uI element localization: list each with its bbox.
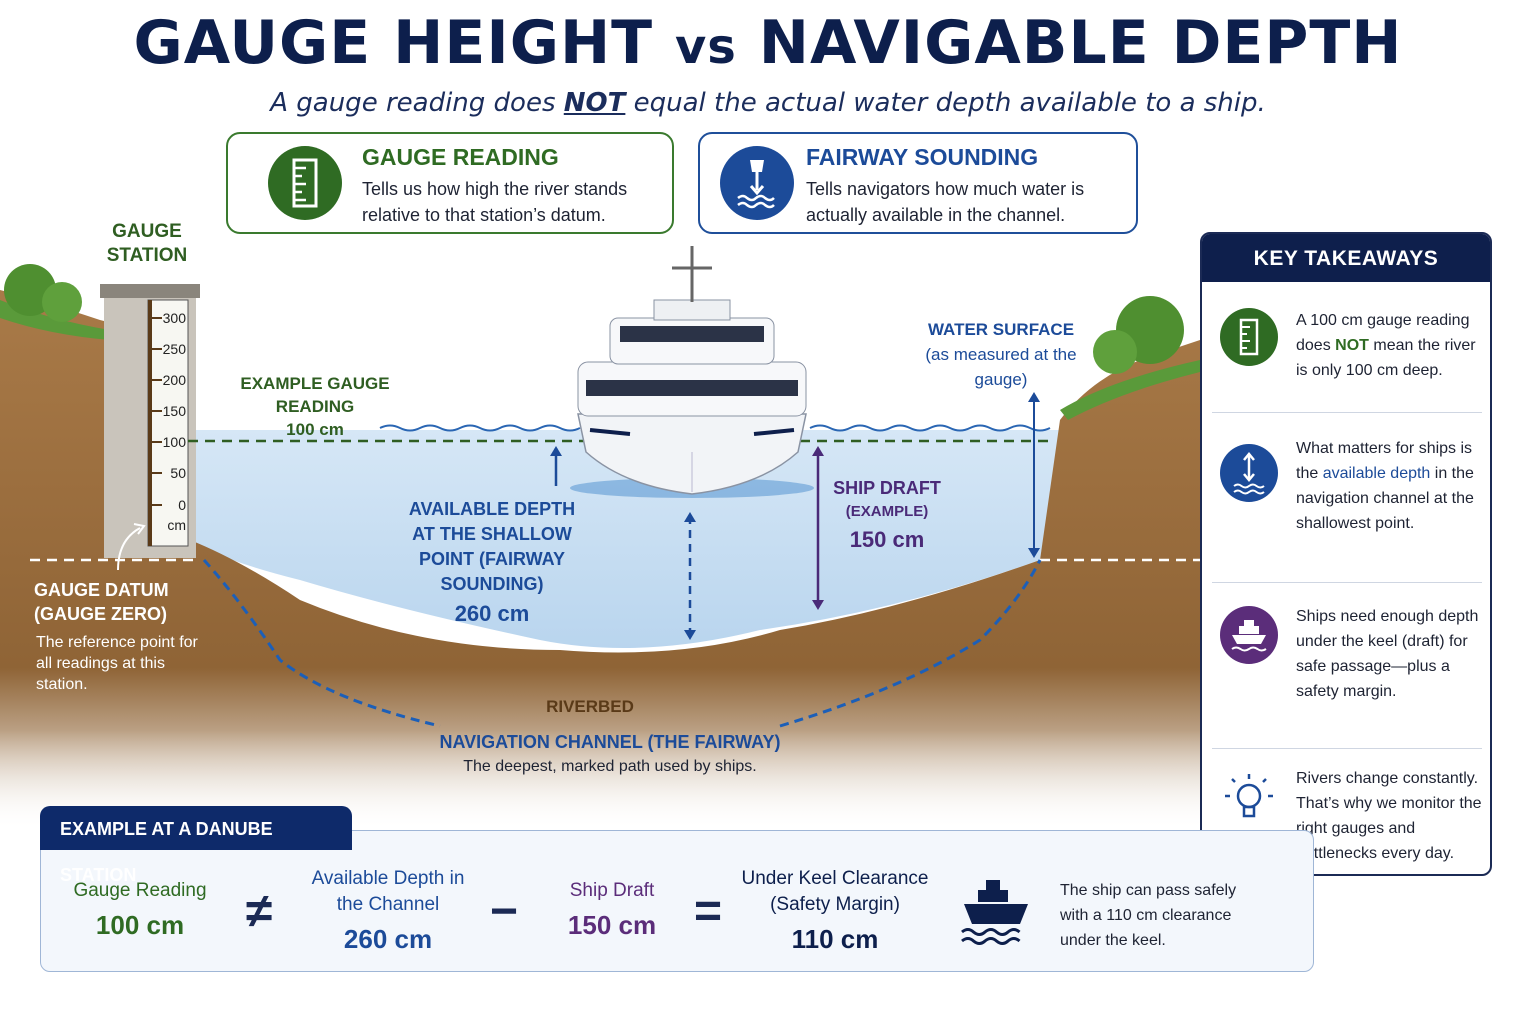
gauge-unit: cm bbox=[167, 517, 186, 533]
fairway-sounding-card: FAIRWAY SOUNDING Tells navigators how mu… bbox=[698, 132, 1138, 234]
example-gauge-label-text: Gauge Reading bbox=[73, 880, 207, 901]
gauge-card-title: GAUGE READING bbox=[362, 144, 559, 170]
key-takeaways-panel: KEY TAKEAWAYS A 100 cm gauge reading doe… bbox=[1200, 232, 1492, 876]
fairway-card-text: Tells navigators how much water is actua… bbox=[806, 179, 1085, 225]
takeaway-2-strong: available depth bbox=[1322, 465, 1431, 482]
lightbulb-icon bbox=[1220, 770, 1278, 828]
example-note: The ship can pass safely with a 110 cm c… bbox=[1060, 882, 1237, 949]
example-ship-draft: Ship Draft 150 cm bbox=[540, 878, 684, 938]
title-part-a: GAUGE HEIGHT bbox=[133, 8, 654, 78]
fairway-boundary-left bbox=[202, 558, 441, 728]
example-draft-value: 150 cm bbox=[567, 910, 657, 940]
gauge-tick-250: 250 bbox=[162, 341, 186, 357]
not-equal-sign: ≠ bbox=[246, 885, 273, 938]
gauge-datum-desc: The reference point for all readings at … bbox=[36, 634, 198, 693]
takeaway-1-a: A 100 cm gauge reading does bbox=[1296, 312, 1470, 354]
subtitle-part-b: equal the actual water depth available t… bbox=[625, 88, 1266, 118]
gauge-tick-150: 150 bbox=[162, 403, 186, 419]
takeaway-1-strong: NOT bbox=[1335, 337, 1369, 354]
example-box bbox=[40, 830, 1314, 972]
fairway-card-title: FAIRWAY SOUNDING bbox=[806, 144, 1039, 170]
ship-illustration bbox=[570, 246, 814, 498]
takeaway-text-1: A 100 cm gauge reading does NOT mean the… bbox=[1296, 308, 1486, 383]
gauge-tick-300: 300 bbox=[162, 310, 186, 326]
takeaway-1-b: mean the river is only 100 cm deep. bbox=[1296, 337, 1476, 379]
example-depth-label: Available Depth in the Channel bbox=[311, 868, 465, 915]
gauge-station-label: GAUGE STATION bbox=[106, 221, 188, 266]
example-ukc-label: Under Keel Clearance (Safety Margin) bbox=[741, 868, 929, 915]
available-depth-text: AVAILABLE DEPTH AT THE SHALLOW POINT (FA… bbox=[408, 499, 576, 594]
ship-draft-text: SHIP DRAFT bbox=[833, 478, 941, 498]
river-water bbox=[150, 430, 1060, 648]
gauge-tick-0: 0 bbox=[178, 497, 186, 513]
gauge-tick-200: 200 bbox=[162, 372, 186, 388]
title-part-b: NAVIGABLE DEPTH bbox=[758, 8, 1403, 78]
example-gauge-value: 100 cm bbox=[95, 910, 185, 940]
ship-icon bbox=[1220, 606, 1278, 664]
example-ukc-value: 110 cm bbox=[791, 924, 879, 954]
example-available-depth: Available Depth in the Channel 260 cm bbox=[300, 866, 476, 952]
example-gauge-reading: Gauge Reading 100 cm bbox=[60, 878, 220, 938]
title-vs: vs bbox=[674, 19, 737, 75]
page-title: GAUGE HEIGHT vs NAVIGABLE DEPTH bbox=[0, 8, 1536, 78]
takeaway-text-3: Ships need enough depth under the keel (… bbox=[1296, 608, 1479, 700]
gauge-card-text: Tells us how high the river stands relat… bbox=[362, 179, 628, 225]
ship-draft-value: 150 cm bbox=[849, 527, 925, 552]
takeaway-2-b: in the navigation channel at the shallow… bbox=[1296, 465, 1474, 532]
example-under-keel-clearance: Under Keel Clearance (Safety Margin) 110… bbox=[740, 866, 930, 952]
key-takeaways-title: KEY TAKEAWAYS bbox=[1202, 234, 1490, 282]
gauge-tick-50: 50 bbox=[170, 465, 186, 481]
subtitle-part-a: A gauge reading does bbox=[270, 88, 564, 118]
riverbed-soil bbox=[0, 290, 1200, 830]
fairway-boundary-right bbox=[779, 559, 1042, 728]
sounding-weight-icon bbox=[720, 146, 794, 220]
takeaway-text-4: Rivers change constantly. That’s why we … bbox=[1296, 770, 1482, 862]
water-surface-label: WATER SURFACE (as measured at the gauge) bbox=[910, 317, 1092, 392]
takeaway-text-2: What matters for ships is the available … bbox=[1296, 436, 1486, 536]
gauge-ruler-icon bbox=[1220, 308, 1278, 366]
gauge-ruler-icon bbox=[268, 146, 342, 220]
example-depth-value: 260 cm bbox=[343, 924, 433, 954]
gauge-reading-card: GAUGE READING Tells us how high the rive… bbox=[226, 132, 674, 234]
example-tab-label: EXAMPLE AT A DANUBE STATION bbox=[40, 806, 352, 885]
takeaway-2-a: What matters for ships is the bbox=[1296, 440, 1473, 482]
ship-draft-example: (EXAMPLE) bbox=[845, 503, 929, 520]
gauge-tick-100: 100 bbox=[162, 434, 186, 450]
gauge-datum-label: GAUGE DATUM (GAUGE ZERO) bbox=[34, 580, 169, 624]
depth-arrow-icon bbox=[1220, 444, 1278, 502]
ship-draft-label: SHIP DRAFT (EXAMPLE) 150 cm bbox=[828, 476, 946, 552]
water-surface-text: WATER SURFACE bbox=[927, 320, 1075, 339]
river-cross-section bbox=[0, 246, 1200, 830]
available-depth-label: AVAILABLE DEPTH AT THE SHALLOW POINT (FA… bbox=[404, 497, 580, 626]
nav-channel-label: NAVIGATION CHANNEL (THE FAIRWAY) bbox=[439, 732, 781, 752]
ship-icon bbox=[958, 874, 1034, 959]
example-gauge-text: EXAMPLE GAUGE READING bbox=[240, 374, 390, 416]
riverbed-label: RIVERBED bbox=[546, 697, 634, 716]
available-depth-value: 260 cm bbox=[454, 601, 530, 626]
example-gauge-value: 100 cm bbox=[286, 420, 344, 439]
equals-sign: = bbox=[694, 885, 723, 938]
subtitle-not: NOT bbox=[563, 88, 626, 118]
example-gauge-label: EXAMPLE GAUGE READING 100 cm bbox=[232, 372, 398, 441]
water-surface-sub: (as measured at the gauge) bbox=[925, 345, 1077, 389]
minus-sign: − bbox=[490, 885, 519, 938]
subtitle: A gauge reading does NOT equal the actua… bbox=[0, 88, 1536, 118]
example-draft-label: Ship Draft bbox=[569, 880, 655, 901]
nav-channel-desc: The deepest, marked path used by ships. bbox=[463, 758, 757, 775]
